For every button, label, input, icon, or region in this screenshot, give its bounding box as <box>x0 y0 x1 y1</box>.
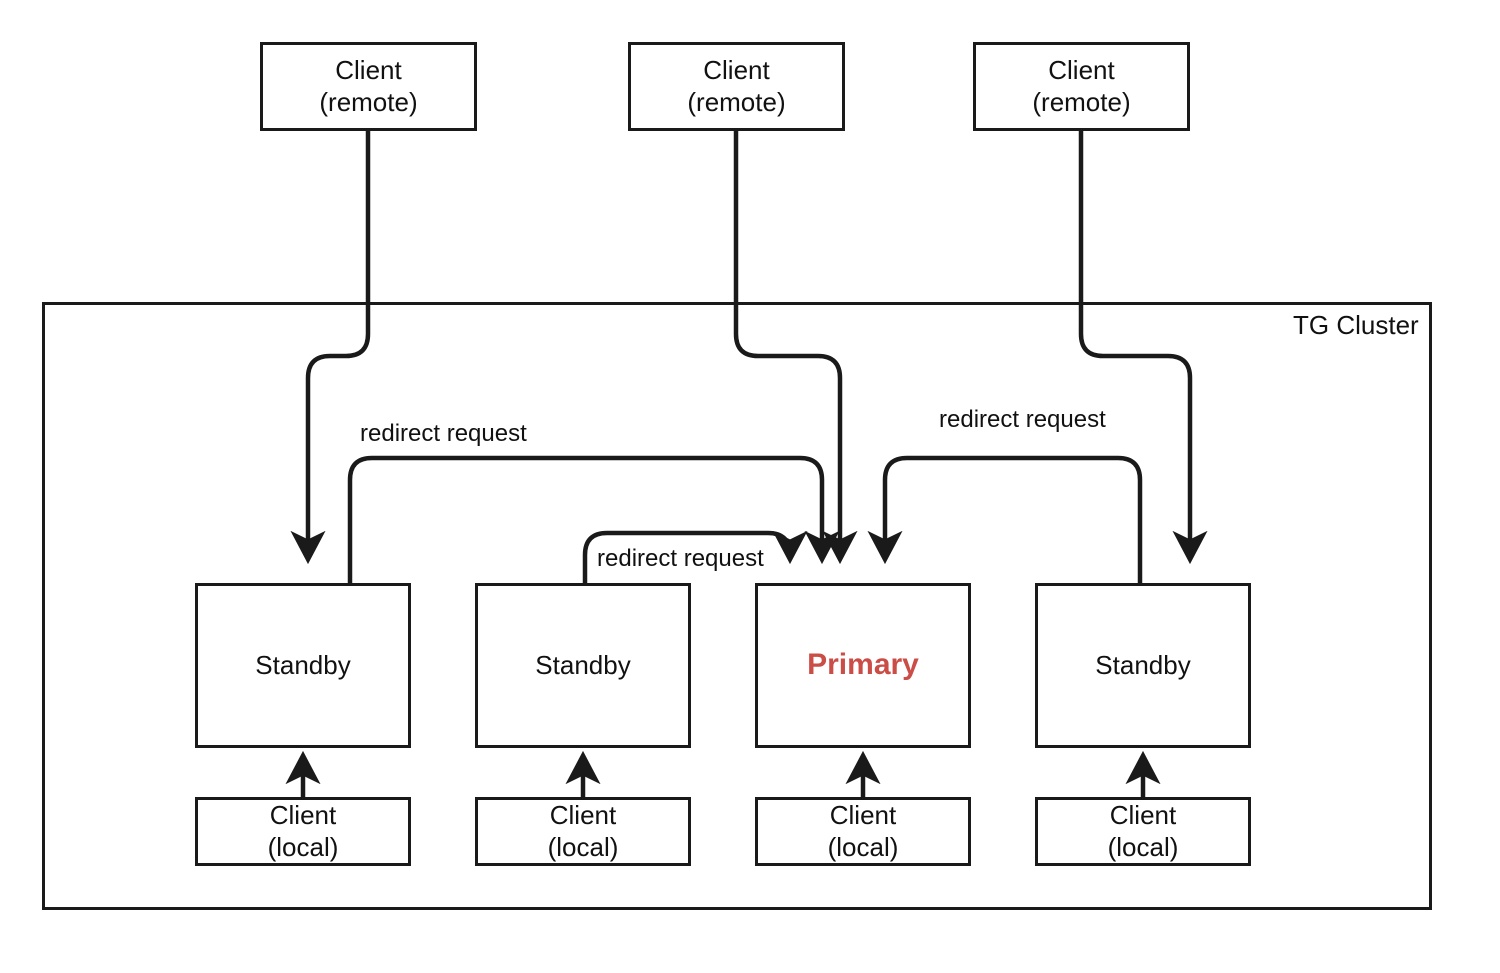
local-client-4[interactable]: Client (local) <box>1035 797 1251 866</box>
remote-client-1-label: Client (remote) <box>319 54 418 117</box>
redirect-label-right: redirect request <box>934 406 1111 434</box>
local-client-1-label: Client (local) <box>267 799 339 862</box>
local-client-2[interactable]: Client (local) <box>475 797 691 866</box>
redirect-label-left: redirect request <box>355 420 532 448</box>
node-standby-1-label: Standby <box>255 649 351 680</box>
remote-client-3[interactable]: Client (remote) <box>973 42 1190 131</box>
local-client-2-label: Client (local) <box>547 799 619 862</box>
remote-client-2[interactable]: Client (remote) <box>628 42 845 131</box>
tg-cluster-title: TG Cluster <box>1293 310 1419 340</box>
local-client-3-label: Client (local) <box>827 799 899 862</box>
node-standby-3[interactable]: Standby <box>1035 583 1251 748</box>
node-standby-2[interactable]: Standby <box>475 583 691 748</box>
local-client-3[interactable]: Client (local) <box>755 797 971 866</box>
redirect-label-middle: redirect request <box>592 545 769 573</box>
node-standby-2-label: Standby <box>535 649 631 680</box>
remote-client-3-label: Client (remote) <box>1032 54 1131 117</box>
node-primary[interactable]: Primary <box>755 583 971 748</box>
remote-client-2-label: Client (remote) <box>687 54 786 117</box>
node-primary-label: Primary <box>807 648 919 682</box>
remote-client-1[interactable]: Client (remote) <box>260 42 477 131</box>
local-client-4-label: Client (local) <box>1107 799 1179 862</box>
node-standby-3-label: Standby <box>1095 649 1191 680</box>
node-standby-1[interactable]: Standby <box>195 583 411 748</box>
local-client-1[interactable]: Client (local) <box>195 797 411 866</box>
